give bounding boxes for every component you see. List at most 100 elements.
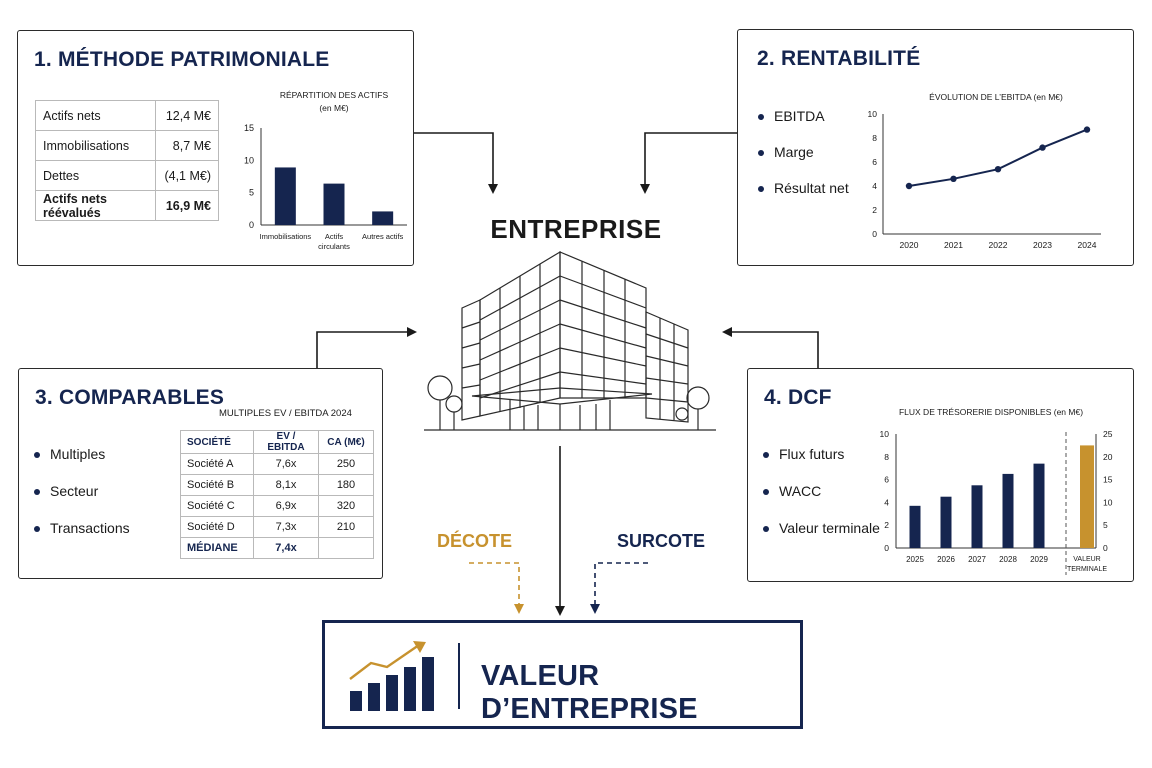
- x-tick-label: 2020: [900, 240, 919, 250]
- bullet-list: EBITDA Marge Résultat net: [758, 108, 849, 196]
- y-tick-label: 2: [884, 520, 889, 530]
- cell: 6,9x: [253, 495, 319, 517]
- x-tick-label: circulants: [318, 242, 350, 251]
- y-tick-label: 0: [872, 229, 877, 239]
- row-value: (4,1 M€): [155, 160, 219, 191]
- list-item: Marge: [758, 144, 849, 160]
- chart-title: RÉPARTITION DES ACTIFS: [280, 90, 389, 100]
- cell: [318, 537, 374, 559]
- arrow-p2-to-center: [640, 132, 737, 194]
- column-header: EV / EBITDA: [253, 430, 319, 454]
- panel-rentabilite: 2. RENTABILITÉ EBITDA Marge Résultat net…: [737, 29, 1134, 266]
- x-tick-label: 2027: [968, 555, 986, 564]
- assets-bar-chart: RÉPARTITION DES ACTIFS(en M€)051015Immob…: [244, 90, 407, 251]
- chart-title: ÉVOLUTION DE L’EBITDA (en M€): [929, 92, 1063, 102]
- bar: [1002, 473, 1014, 548]
- assets-table: Actifs nets 12,4 M€ Immobilisations 8,7 …: [35, 100, 219, 221]
- table-row: Société B 8,1x 180: [180, 474, 374, 496]
- x-tick-label: 2024: [1078, 240, 1097, 250]
- terminal-label: TERMINALE: [1067, 566, 1107, 573]
- list-item: Flux futurs: [763, 446, 880, 462]
- table-row: Société A 7,6x 250: [180, 453, 374, 475]
- cashflow-bar-chart: FLUX DE TRÉSORERIE DISPONIBLES (en M€) 0 2…: [880, 407, 1113, 575]
- y2-tick-label: 10: [1103, 497, 1113, 507]
- arrow-p4-to-center: [722, 327, 819, 368]
- cell: 7,6x: [253, 453, 319, 475]
- bar: [372, 211, 394, 225]
- terminal-value-bar: [1080, 445, 1094, 548]
- cell: Société D: [180, 516, 254, 538]
- decote-label: DÉCOTE: [437, 531, 513, 551]
- cell: Société C: [180, 495, 254, 517]
- table-header: SOCIÉTÉ EV / EBITDA CA (M€): [180, 430, 374, 454]
- terminal-label: VALEUR: [1073, 556, 1101, 563]
- row-label: Actifs nets: [35, 100, 156, 131]
- row-label: Immobilisations: [35, 130, 156, 161]
- panel-title: 1. MÉTHODE PATRIMONIALE: [34, 48, 330, 71]
- x-tick-label: 2021: [944, 240, 963, 250]
- list-item: Multiples: [34, 446, 130, 462]
- table-row-total: Actifs nets réévalués 16,9 M€: [35, 190, 219, 221]
- list-item: EBITDA: [758, 108, 849, 124]
- row-value: 16,9 M€: [155, 190, 219, 221]
- x-tick-label: 2025: [906, 555, 924, 564]
- x-tick-label: 2022: [989, 240, 1008, 250]
- panel-title: 3. COMPARABLES: [35, 386, 225, 409]
- bar: [971, 485, 983, 548]
- cell: 7,4x: [253, 537, 319, 559]
- arrow-surcote: [590, 562, 648, 614]
- y2-tick-label: 20: [1103, 452, 1113, 462]
- table-row-median: MÉDIANE 7,4x: [180, 537, 374, 559]
- x-tick-label: 2028: [999, 555, 1017, 564]
- data-point: [1083, 126, 1091, 133]
- separator: [458, 643, 460, 709]
- chart-title: FLUX DE TRÉSORERIE DISPONIBLES (en M€): [899, 407, 1083, 417]
- bullet-list: Flux futurs WACC Valeur terminale: [763, 446, 880, 536]
- arrow-p1-to-center: [414, 132, 498, 194]
- panel-methode-patrimoniale: 1. MÉTHODE PATRIMONIALE Actifs nets 12,4…: [17, 30, 414, 266]
- y-tick-label: 4: [872, 181, 877, 191]
- y-tick-label: 6: [884, 475, 889, 485]
- valeur-entreprise-box: VALEUR D’ENTREPRISE: [322, 620, 803, 729]
- bar: [323, 183, 345, 225]
- surcote-label: SURCOTE: [617, 531, 706, 551]
- data-point: [1039, 144, 1046, 151]
- cell: 7,3x: [253, 516, 319, 538]
- growth-chart-icon: [349, 641, 434, 711]
- valeur-entreprise-label: VALEUR D’ENTREPRISE: [481, 660, 698, 725]
- arrow-decote: [469, 562, 524, 614]
- row-label: Actifs nets réévalués: [35, 190, 156, 221]
- y-tick-label: 6: [872, 157, 877, 167]
- y-tick-label: 8: [884, 452, 889, 462]
- bar: [1033, 463, 1045, 548]
- row-label: Dettes: [35, 160, 156, 191]
- y-tick-label: 10: [880, 429, 890, 439]
- cell: 8,1x: [253, 474, 319, 496]
- cell: 210: [318, 516, 374, 538]
- y-tick-label: 2: [872, 205, 877, 215]
- list-item: Secteur: [34, 483, 130, 499]
- table-row: Société C 6,9x 320: [180, 495, 374, 517]
- y2-tick-label: 25: [1103, 429, 1113, 439]
- chart-subtitle: (en M€): [319, 103, 348, 113]
- x-tick-label: 2023: [1033, 240, 1052, 250]
- row-value: 8,7 M€: [155, 130, 219, 161]
- arrow-p3-to-center: [316, 327, 417, 368]
- y-tick-label: 4: [884, 497, 889, 507]
- series-line: [908, 128, 1088, 187]
- list-item: Transactions: [34, 520, 130, 536]
- data-point: [994, 166, 1002, 173]
- panel-title: 2. RENTABILITÉ: [757, 47, 921, 70]
- y2-tick-label: 0: [1103, 543, 1108, 553]
- x-tick-label: Autres actifs: [362, 232, 404, 241]
- y-tick-label: 0: [249, 220, 254, 230]
- y2-tick-label: 15: [1103, 475, 1113, 485]
- bar: [909, 505, 921, 548]
- multiples-table: SOCIÉTÉ EV / EBITDA CA (M€) Société A 7,…: [180, 430, 374, 559]
- list-item: WACC: [763, 483, 880, 499]
- cell: Société B: [180, 474, 254, 496]
- row-value: 12,4 M€: [155, 100, 219, 131]
- column-header: SOCIÉTÉ: [180, 430, 254, 454]
- y-tick-label: 10: [868, 109, 878, 119]
